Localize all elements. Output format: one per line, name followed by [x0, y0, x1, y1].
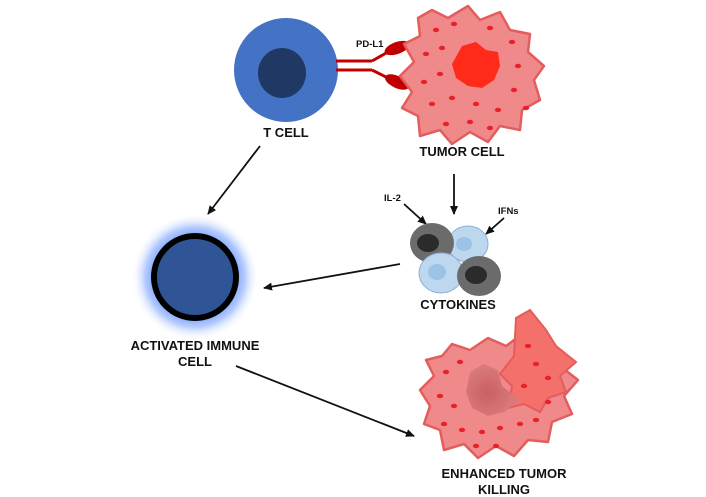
- tumor-cell: [398, 4, 546, 146]
- arrow-il2: [403, 203, 427, 225]
- t-cell-label: T CELL: [263, 125, 309, 140]
- arrow-ifns: [485, 217, 505, 235]
- tumor-cell-label: TUMOR CELL: [419, 144, 504, 159]
- activated-immune-cell: [131, 213, 259, 341]
- enhanced-label-line2: KILLING: [478, 482, 530, 497]
- killed-tumor-dots: [436, 343, 552, 449]
- t-cell: [234, 18, 338, 122]
- ifns-label: IFNs: [498, 206, 519, 217]
- arrow-activated-to-killing: [235, 365, 415, 437]
- tumor-cell-nucleus: [452, 42, 500, 88]
- enhanced-label-line1: ENHANCED TUMOR: [442, 466, 568, 481]
- t-cell-nucleus: [258, 48, 306, 98]
- arrow-tcell-to-activated: [207, 145, 261, 215]
- pd-l1-label: PD-L1: [356, 39, 384, 50]
- killed-tumor-cell: [418, 308, 580, 460]
- arrow-cytokines-to-activated: [263, 263, 401, 291]
- activated-label-line2: CELL: [178, 354, 212, 369]
- killed-tumor-nucleus: [466, 364, 520, 416]
- cytokines-cluster: [410, 223, 501, 296]
- tumor-cell-dots: [420, 21, 530, 131]
- activated-label-line1: ACTIVATED IMMUNE: [131, 338, 260, 353]
- killed-tumor-fragment: [498, 308, 578, 414]
- cytokines-label: CYTOKINES: [420, 297, 496, 312]
- il2-label: IL-2: [384, 193, 401, 204]
- activated-cell-body: [151, 233, 239, 321]
- pd-l1-ligand-bottom: [384, 74, 410, 90]
